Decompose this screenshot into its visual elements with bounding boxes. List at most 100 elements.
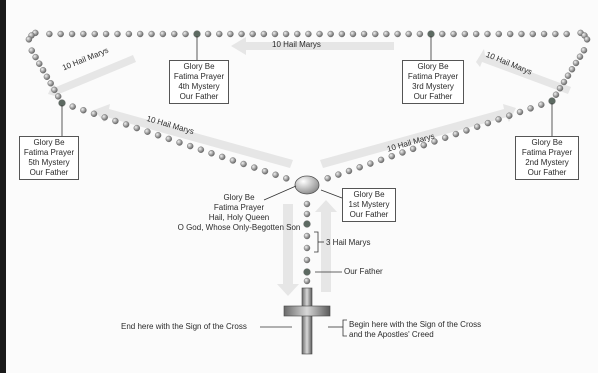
hail-mary-bead: [442, 134, 449, 142]
arrow-lower-left: [94, 104, 293, 168]
hail-mary-bead: [484, 119, 492, 127]
hail-mary-bead: [563, 30, 570, 38]
end-instruction: End here with the Sign of the Cross: [121, 322, 247, 331]
hail-mary-bead: [552, 91, 560, 98]
arrow-upper-left: [48, 55, 136, 98]
hail-mary-bead: [327, 30, 334, 38]
hail-mary-bead: [461, 30, 469, 38]
hail-marys-label: 3 Hail Marys: [326, 238, 371, 247]
hail-mary-bead: [564, 72, 572, 79]
hail-mary-bead: [303, 210, 311, 218]
hail-mary-bead: [383, 30, 390, 38]
hail-mary-bead: [133, 124, 141, 132]
hail-mary-bead: [182, 30, 189, 38]
hail-mary-bead: [529, 30, 536, 38]
hail-mary-bead: [474, 123, 481, 131]
hail-mary-bead: [90, 110, 98, 118]
hail-mary-bead: [377, 156, 385, 164]
hail-mary-bead: [112, 117, 119, 125]
hail-mary-bead: [303, 256, 311, 264]
hail-mary-bead: [39, 66, 47, 74]
hail-mary-bead: [36, 60, 43, 67]
hail-mary-bead: [238, 30, 245, 38]
hail-mary-bead: [125, 30, 133, 38]
hail-mary-bead: [583, 36, 591, 43]
hail-mary-bead: [335, 171, 342, 178]
hail-mary-bead: [450, 30, 457, 38]
hail-mary-bead: [43, 73, 51, 81]
hail-mary-bead: [338, 30, 346, 38]
hail-mary-bead: [303, 244, 311, 252]
flow-arrows: [48, 37, 571, 296]
hail-mary-bead: [538, 101, 545, 108]
hail-mary-bead: [176, 139, 183, 146]
hail-mary-bead: [507, 30, 514, 38]
hail-mary-bead: [260, 30, 268, 38]
rosary-diagram: 10 Hail Marys 10 Hail Marys 10 Hail Mary…: [6, 0, 598, 373]
hail-mary-bead: [102, 30, 110, 38]
hail-mary-bead: [144, 128, 151, 135]
hail-mary-bead: [57, 30, 64, 38]
hail-mary-bead: [159, 30, 167, 38]
hail-mary-bead: [324, 175, 331, 182]
prayer-box-left: Glory Be Fatima Prayer 5th Mystery Our F…: [19, 136, 79, 180]
hail-mary-bead: [540, 30, 548, 38]
hail-mary-bead: [484, 30, 491, 38]
hail-mary-bead: [55, 93, 62, 100]
prayer-box-top-left: Glory Be Fatima Prayer 4th Mystery Our F…: [169, 60, 229, 104]
begin-instruction: Begin here with the Sign of the Cross an…: [349, 320, 482, 339]
hail-mary-bead: [249, 30, 256, 38]
arrow-label-top: 10 Hail Marys: [272, 40, 321, 49]
hail-mary-bead: [409, 145, 417, 153]
hail-mary-bead: [218, 153, 226, 161]
hail-mary-bead: [251, 164, 258, 171]
hail-mary-bead: [171, 30, 178, 38]
hail-mary-bead: [405, 30, 412, 38]
hail-mary-bead: [165, 135, 173, 143]
prayer-box-top-right: Glory Be Fatima Prayer 3rd Mystery Our F…: [402, 60, 464, 104]
our-father-bead: [303, 268, 311, 276]
hail-mary-bead: [80, 106, 87, 114]
hail-mary-bead: [114, 30, 121, 38]
hail-mary-bead: [271, 30, 279, 38]
hail-mary-bead: [431, 138, 438, 145]
crucifix: [283, 287, 331, 355]
hail-mary-bead: [51, 86, 58, 94]
hail-mary-bead: [47, 80, 54, 87]
hail-mary-bead: [305, 30, 312, 38]
hail-mary-bead: [560, 78, 568, 86]
rosary-graphic: [25, 29, 591, 355]
our-father-bead: [303, 220, 311, 228]
hail-mary-bead: [356, 164, 363, 171]
hail-mary-bead: [452, 130, 460, 138]
hail-mary-bead: [399, 149, 406, 156]
hail-mary-bead: [303, 277, 311, 285]
hail-mary-bead: [576, 53, 584, 60]
hail-mary-bead: [394, 30, 401, 38]
hail-mary-bead: [516, 108, 524, 116]
hail-mary-bead: [229, 157, 237, 164]
hail-mary-bead: [372, 30, 379, 38]
hail-mary-bead: [568, 66, 576, 73]
arrow-top: [231, 37, 394, 55]
prayer-text-center-left: Glory Be Fatima Prayer Hail, Holy Queen …: [177, 193, 301, 232]
hail-mary-bead: [204, 30, 212, 38]
prayer-box-right: Glory Be Fatima Prayer 2nd Mystery Our F…: [515, 136, 579, 180]
hail-mary-bead: [495, 30, 502, 38]
hail-mary-bead: [360, 30, 368, 38]
hail-mary-bead: [518, 30, 525, 38]
hail-mary-bead: [556, 85, 564, 92]
hail-mary-bead: [28, 47, 35, 54]
hail-mary-bead: [25, 36, 33, 43]
hail-mary-bead: [527, 105, 534, 112]
hail-mary-bead: [68, 30, 76, 38]
hail-mary-bead: [208, 150, 215, 157]
hail-mary-bead: [227, 30, 234, 38]
arrow-lower-right: [320, 104, 516, 168]
hail-mary-bead: [367, 160, 374, 167]
hail-mary-bead: [283, 175, 290, 182]
hail-mary-bead: [91, 30, 99, 38]
bead-chain: [25, 29, 591, 285]
hail-mary-bead: [580, 47, 588, 54]
hail-mary-bead: [32, 53, 39, 61]
